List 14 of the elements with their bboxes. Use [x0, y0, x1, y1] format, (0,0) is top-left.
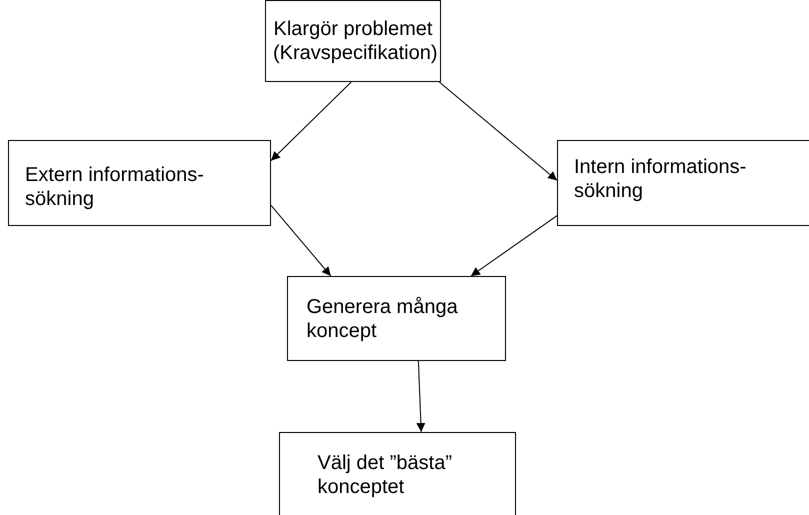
- arrow: [416, 360, 426, 432]
- arrow: [270, 204, 332, 276]
- box-label: Intern informations- sökning: [574, 155, 748, 203]
- process-box: [287, 276, 506, 361]
- process-box: [265, 0, 441, 82]
- arrow: [438, 82, 558, 181]
- box-label: Extern informations- sökning: [25, 163, 205, 211]
- process-box: [279, 432, 516, 515]
- box-label: Välj det ”bästa” konceptet: [318, 451, 454, 499]
- arrow: [270, 82, 352, 162]
- box-label: Generera många koncept: [306, 294, 459, 342]
- arrow: [470, 215, 558, 276]
- process-box: [8, 140, 271, 226]
- process-box: [557, 140, 809, 226]
